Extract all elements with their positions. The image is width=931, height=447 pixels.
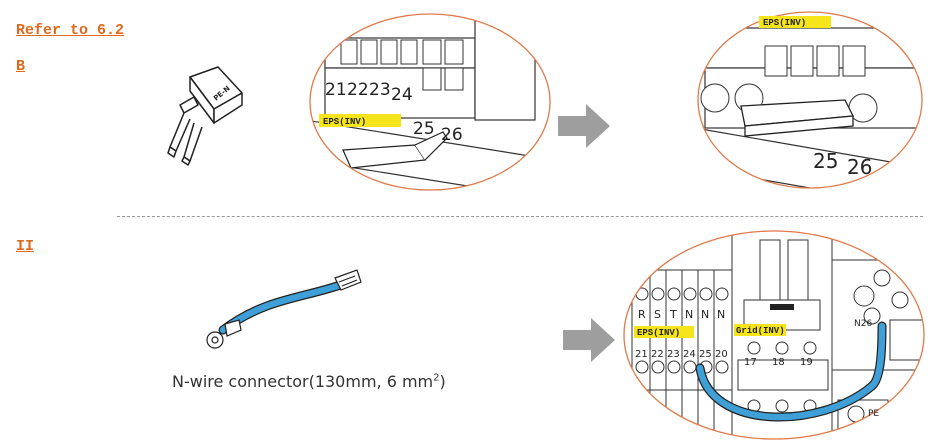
eps-inv-tag bbox=[634, 326, 694, 338]
n-wire-caption: N-wire connector(130mm, 6 mm2) bbox=[172, 372, 446, 391]
refer-link[interactable]: Refer to 6.2 bbox=[16, 22, 125, 39]
terminal-number-22: 22 bbox=[651, 349, 664, 360]
section-ii-label: II bbox=[16, 238, 35, 255]
phase-label-r: R bbox=[638, 308, 646, 321]
terminal-label-26: 26 bbox=[441, 125, 463, 145]
terminal-label-right-26: 26 bbox=[847, 155, 872, 179]
terminal-label-23: 23 bbox=[369, 80, 391, 100]
pe-label: PE bbox=[868, 409, 879, 419]
phase-label-n1: N bbox=[685, 308, 693, 321]
eps-tag-right bbox=[759, 16, 831, 28]
phase-label-t: T bbox=[669, 308, 677, 321]
terminal-number-20: 20 bbox=[715, 349, 728, 360]
breaker-number-19: 19 bbox=[800, 357, 813, 368]
phase-label-s: S bbox=[654, 308, 661, 321]
top-arrow-icon bbox=[558, 104, 610, 148]
breaker-number-17: 17 bbox=[744, 357, 757, 368]
eps-inv-tag-label: EPS(INV) bbox=[637, 328, 680, 338]
eps-tag bbox=[319, 114, 401, 127]
terminal-label-22: 22 bbox=[347, 80, 369, 100]
section-divider bbox=[117, 216, 923, 217]
terminal-label-25: 25 bbox=[413, 119, 435, 139]
phase-label-n3: N bbox=[717, 308, 725, 321]
eps-tag-right-label: EPS(INV) bbox=[763, 18, 806, 28]
terminal-label-21: 21 bbox=[325, 80, 347, 100]
top-terminal-detail-circle: 21 22 23 24 EPS(INV) 25 26 bbox=[309, 13, 551, 191]
eps-connector-part-illustration: PE-N bbox=[167, 66, 243, 166]
section-b-label: B bbox=[16, 58, 26, 75]
breaker-number-18: 18 bbox=[772, 357, 785, 368]
terminal-number-23: 23 bbox=[667, 349, 680, 360]
bottom-wiring-detail-circle: R S T N N N EPS(INV) Grid(INV) 21 22 23 … bbox=[623, 230, 925, 440]
bottom-arrow-icon bbox=[563, 318, 615, 362]
grid-inv-tag bbox=[734, 324, 786, 336]
n-wire-illustration bbox=[206, 269, 362, 349]
n26-label: N26 bbox=[854, 319, 872, 329]
terminal-label-right-25: 25 bbox=[813, 149, 838, 173]
terminal-number-21: 21 bbox=[635, 349, 648, 360]
terminal-number-25: 25 bbox=[699, 349, 712, 360]
grid-inv-tag-label: Grid(INV) bbox=[736, 326, 785, 336]
terminal-number-24: 24 bbox=[683, 349, 696, 360]
eps-tag-label: EPS(INV) bbox=[323, 117, 366, 127]
phase-label-n2: N bbox=[701, 308, 709, 321]
top-right-terminal-detail-circle: EPS(INV) 25 26 bbox=[697, 11, 923, 189]
terminal-label-24: 24 bbox=[391, 85, 413, 105]
